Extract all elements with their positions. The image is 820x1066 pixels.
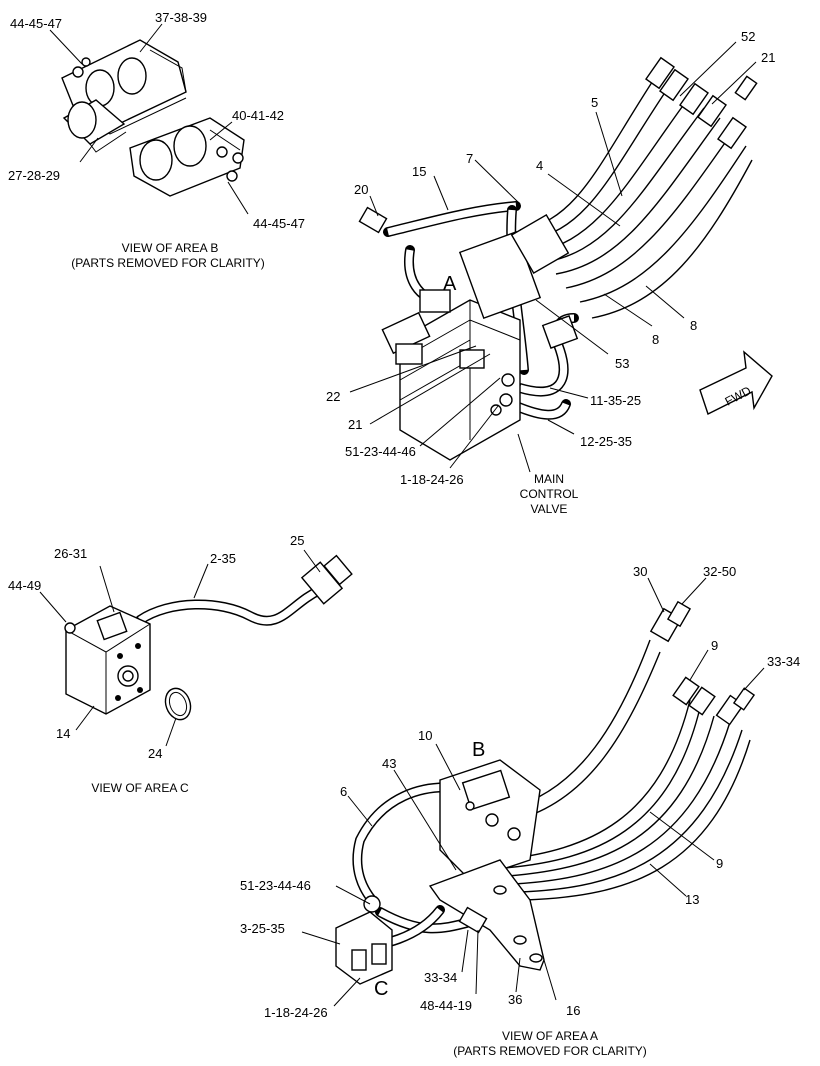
main-valve-view: 52 21 5 4 7 15 20 8 8 53 22 21 11-35-25 …: [326, 29, 775, 516]
callout-c2: 2-35: [210, 551, 236, 566]
callout-b3: 40-41-42: [232, 108, 284, 123]
callout-a43: 43: [382, 756, 396, 771]
main-valve-label-1: MAIN: [534, 472, 564, 486]
area-c-caption-1: VIEW OF AREA C: [91, 781, 189, 795]
callout-a33b: 33-34: [424, 970, 457, 985]
callout-m5: 5: [591, 95, 598, 110]
callout-a16: 16: [566, 1003, 580, 1018]
callout-c24: 24: [148, 746, 162, 761]
callout-c14: 14: [56, 726, 70, 741]
callout-m21b: 21: [348, 417, 362, 432]
callout-m53: 53: [615, 356, 629, 371]
main-control-valve: [381, 213, 579, 461]
hose-bundle: [519, 56, 758, 319]
callout-m8a: 8: [652, 332, 659, 347]
area-letter-a: A: [443, 273, 457, 295]
callout-m4: 4: [536, 158, 543, 173]
callout-m8b: 8: [690, 318, 697, 333]
callout-a1: 1-18-24-26: [264, 1005, 328, 1020]
fitting-30: [649, 600, 692, 643]
callout-m52: 52: [741, 29, 755, 44]
callout-a30: 30: [633, 564, 647, 579]
area-b-caption-1: VIEW OF AREA B: [122, 241, 219, 255]
callout-a9b: 9: [716, 856, 723, 871]
callout-m22: 22: [326, 389, 340, 404]
callout-a6: 6: [340, 784, 347, 799]
callout-m21a: 21: [761, 50, 775, 65]
area-a-caption-2: (PARTS REMOVED FOR CLARITY): [453, 1044, 647, 1058]
area-a-caption-1: VIEW OF AREA A: [502, 1029, 598, 1043]
callout-a13: 13: [685, 892, 699, 907]
callout-m11: 11-35-25: [590, 393, 641, 408]
bracket-16: [428, 859, 545, 971]
clamp-40-41-42: [129, 117, 245, 197]
area-c-view: 26-31 2-35 25 44-49 14 24 VIEW OF AREA C: [8, 533, 353, 795]
main-valve-label-3: VALVE: [531, 502, 568, 516]
callout-a33a: 33-34: [767, 654, 800, 669]
callout-c25: 25: [290, 533, 304, 548]
callout-m12: 12-25-35: [580, 434, 632, 449]
block-10: [439, 759, 541, 881]
callout-a32: 32-50: [703, 564, 736, 579]
callout-m15: 15: [412, 164, 426, 179]
callout-b4: 27-28-29: [8, 168, 60, 183]
callout-b1: 44-45-47: [10, 16, 62, 31]
callout-m20: 20: [354, 182, 368, 197]
callout-a3: 3-25-35: [240, 921, 285, 936]
main-valve-label-2: CONTROL: [520, 487, 579, 501]
area-letter-b: B: [472, 739, 485, 761]
block-c: [335, 895, 393, 985]
callout-a36: 36: [508, 992, 522, 1007]
area-b-caption-2: (PARTS REMOVED FOR CLARITY): [71, 256, 265, 270]
callout-a48: 48-44-19: [420, 998, 472, 1013]
area-a-view: 30 32-50 9 33-34 10 43 6 9 13 51-23-44-4…: [240, 564, 800, 1058]
callout-b2: 37-38-39: [155, 10, 207, 25]
fwd-arrow-icon: FWD: [699, 350, 773, 415]
area-letter-c: C: [374, 978, 388, 1000]
callout-b5: 44-45-47: [253, 216, 305, 231]
area-b-view: 44-45-47 37-38-39 40-41-42 27-28-29 44-4…: [8, 10, 305, 270]
callout-m51: 51-23-44-46: [345, 444, 416, 459]
callout-c44: 44-49: [8, 578, 41, 593]
callout-a9a: 9: [711, 638, 718, 653]
block-14: [64, 605, 151, 715]
callout-a10: 10: [418, 728, 432, 743]
callout-a51: 51-23-44-46: [240, 878, 311, 893]
callout-m7: 7: [466, 151, 473, 166]
callout-c26: 26-31: [54, 546, 87, 561]
clamp-27-28-29: [62, 99, 127, 153]
fitting-25: [300, 554, 353, 605]
callout-m1: 1-18-24-26: [400, 472, 464, 487]
